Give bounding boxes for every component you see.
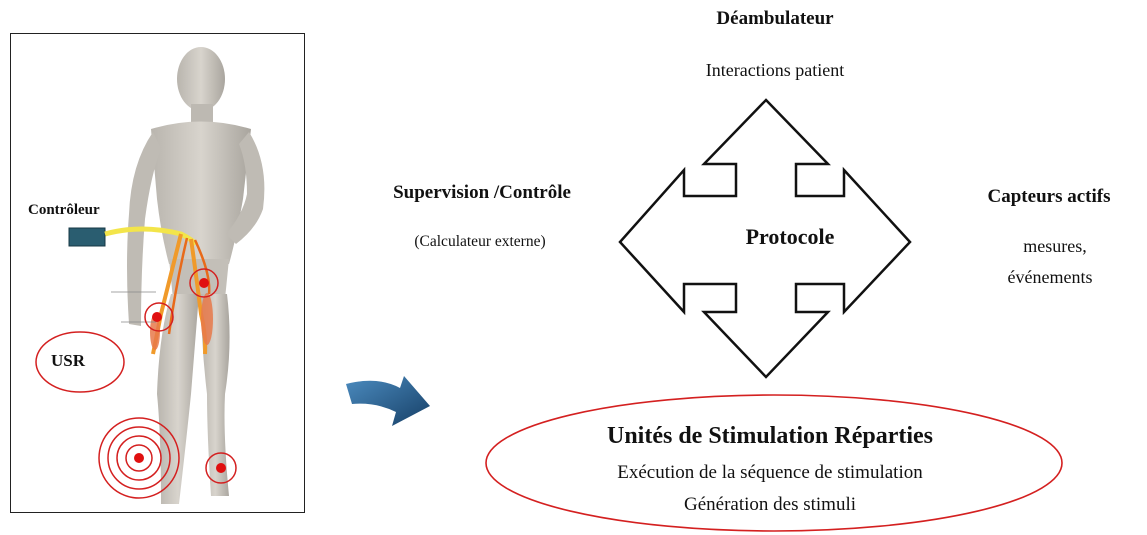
left-leg-shape [157,294,199,504]
transition-arrow-icon [346,376,430,426]
stimulation-site-ankle [205,452,237,484]
stimulation-site-calf [98,417,180,499]
deambulateur-subtitle: Interactions patient [705,60,845,80]
head-shape [177,47,225,111]
usr-ellipse [35,331,125,393]
human-body-illustration [35,47,265,504]
capteurs-subtitle-line1: mesures, [1023,236,1087,256]
deambulateur-title: Déambulateur [716,8,834,29]
stimulation-units-line1: Exécution de la séquence de stimulation [617,462,923,483]
stimulation-units-title: Unités de Stimulation Réparties [607,423,933,449]
protocole-label: Protocole [745,224,835,249]
controller-box [68,227,106,247]
supervision-subtitle: (Calculateur externe) [414,233,546,250]
torso-shape [151,121,251,264]
supervision-title: Supervision /Contrôle [393,182,571,203]
stimulation-site-thigh-right [189,268,219,298]
controller-label: Contrôleur [28,202,100,218]
stimulation-units-line2: Génération des stimuli [683,494,857,515]
capteurs-subtitle-line2: événements [1007,267,1093,287]
stimulation-units-ellipse [485,394,1063,532]
human-figure-panel: Contrôleur USR [10,33,305,513]
capteurs-title: Capteurs actifs [987,186,1111,207]
four-way-arrow-shape [618,98,912,379]
usr-label: USR [51,351,86,370]
stimulation-site-thigh-left [144,302,174,332]
